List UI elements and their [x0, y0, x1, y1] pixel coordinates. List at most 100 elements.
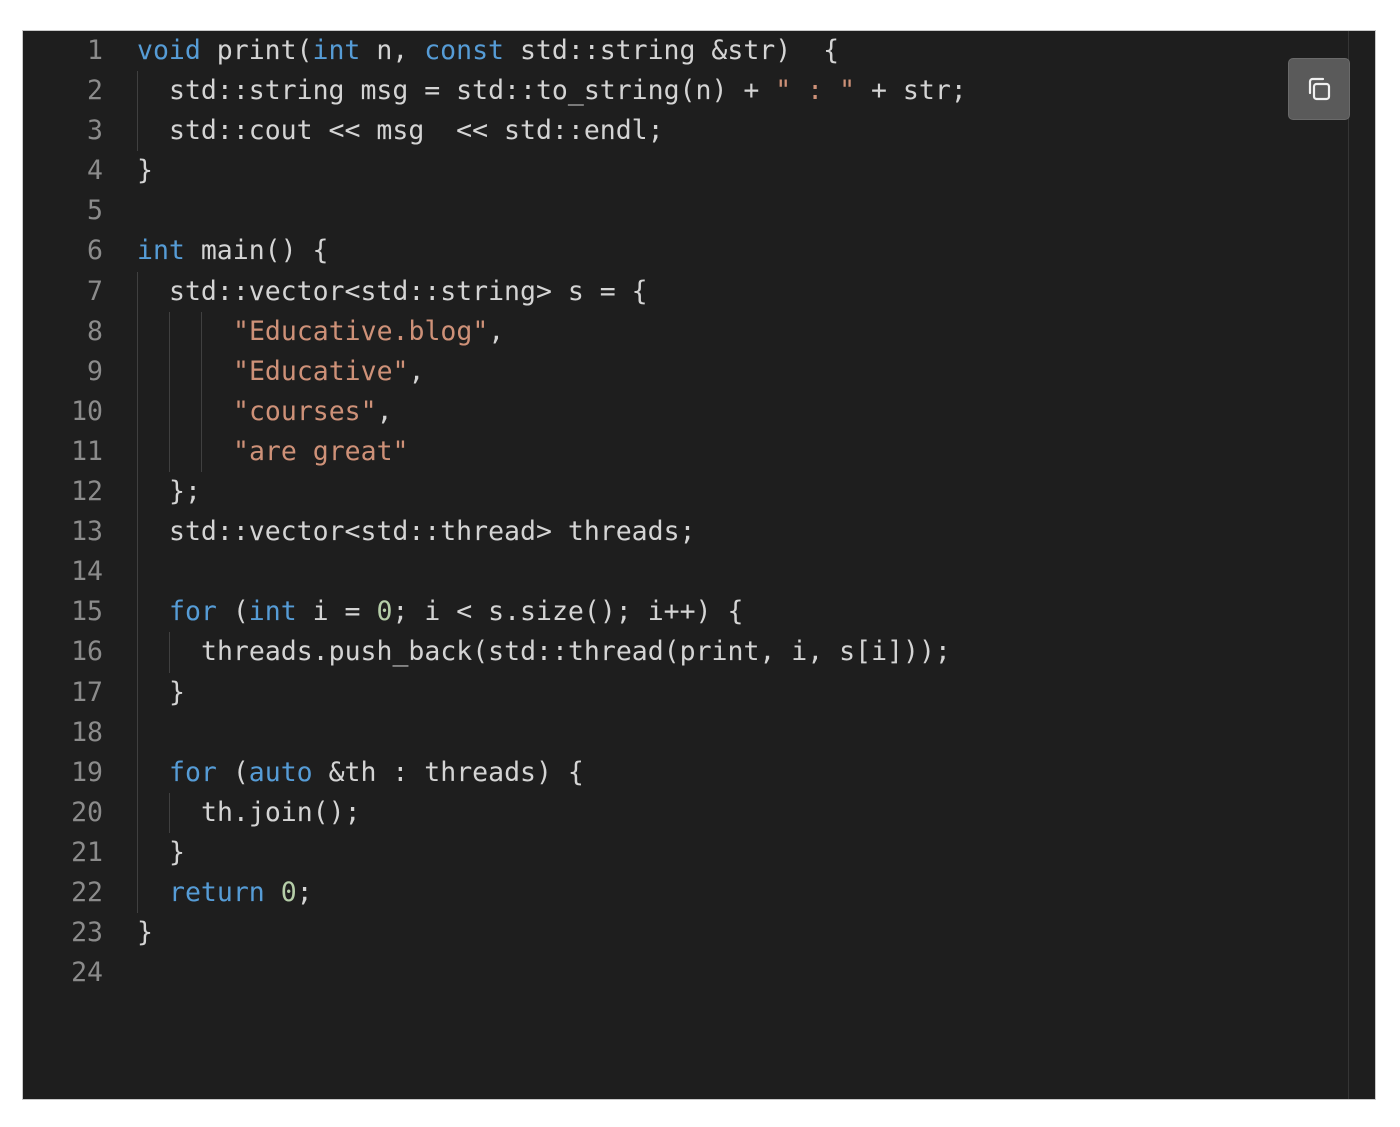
code-token-plain: std::vector<std::thread> threads;: [169, 516, 696, 548]
indent-guide: [137, 311, 138, 352]
code-text: "Educative",: [233, 352, 424, 392]
line-number: 3: [87, 115, 103, 147]
line-number: 23: [71, 917, 103, 949]
indent-guide: [137, 592, 138, 633]
code-token-plain: }: [137, 917, 153, 949]
scrollbar-track[interactable]: [1348, 31, 1349, 1099]
code-text: std::vector<std::string> s = {: [169, 272, 648, 312]
code-text: }: [169, 673, 185, 713]
code-line: 24: [23, 953, 1347, 993]
indent-guide: [137, 632, 138, 673]
code-token-number: 0: [376, 596, 393, 628]
code-line: 14: [23, 552, 1347, 593]
indent-guide: [137, 552, 138, 593]
indent-guide: [137, 391, 138, 432]
code-token-keyword: int: [137, 235, 185, 267]
indent-guide: [137, 712, 138, 753]
code-token-plain: }: [137, 155, 153, 187]
code-text: };: [169, 472, 201, 512]
code-token-plain: threads.push_back(std::thread(print, i, …: [201, 636, 951, 668]
code-text: std::cout << msg << std::endl;: [169, 111, 664, 151]
line-number: 7: [87, 275, 103, 307]
code-text: "Educative.blog",: [233, 312, 504, 352]
code-token-plain: ;: [296, 876, 313, 908]
code-token-plain: ,: [488, 315, 505, 347]
line-number: 9: [87, 355, 103, 387]
line-number: 1: [87, 35, 103, 66]
code-line: 9 "Educative",: [23, 351, 1347, 392]
code-text: }: [137, 151, 153, 191]
line-number: 21: [71, 836, 103, 868]
code-token-plain: [265, 877, 281, 908]
indent-guide: [137, 792, 138, 833]
code-token-keyword: for: [169, 756, 217, 788]
line-number: 13: [71, 516, 103, 548]
indent-guide: [169, 351, 170, 392]
code-token-keyword: int: [248, 596, 297, 628]
line-number: 19: [71, 756, 103, 788]
code-token-string: "are great": [233, 435, 409, 467]
line-number: 5: [87, 195, 103, 227]
code-token-number: 0: [280, 876, 297, 908]
indent-guide: [137, 752, 138, 793]
copy-button[interactable]: [1288, 58, 1350, 120]
copy-icon: [1308, 77, 1331, 101]
code-token-string: "courses": [233, 395, 377, 427]
indent-guide: [137, 472, 138, 513]
code-line: 11"are great": [23, 431, 1347, 473]
code-line: 7 std::vector<std::string> s = {: [23, 271, 1347, 312]
code-token-plain: n,: [360, 35, 425, 66]
code-token-string: "Educative.blog": [233, 315, 489, 347]
code-token-plain: }: [169, 836, 185, 868]
indent-guide: [169, 391, 170, 432]
code-line: 22 return 0;: [23, 872, 1347, 914]
indent-guide: [169, 311, 170, 352]
code-token-keyword: return: [169, 876, 265, 908]
line-number: 15: [71, 596, 103, 628]
indent-guide: [137, 71, 138, 112]
code-token-string: "Educative": [233, 355, 409, 387]
indent-guide: [201, 391, 202, 432]
code-line: 4}: [23, 151, 1347, 191]
code-token-plain: (: [216, 596, 249, 628]
code-token-plain: std::vector<std::string> s = {: [169, 275, 648, 307]
code-line: 17}: [23, 672, 1347, 713]
indent-guide: [137, 832, 138, 873]
indent-guide: [169, 632, 170, 673]
code-token-plain: i =: [296, 596, 377, 628]
code-token-keyword: const: [424, 35, 504, 66]
code-text: "are great": [233, 432, 409, 472]
code-line: 5: [23, 191, 1347, 231]
code-token-plain: }: [169, 676, 185, 708]
code-text: }: [137, 913, 153, 953]
line-number: 10: [71, 395, 103, 427]
indent-guide: [169, 431, 170, 473]
indent-guide: [137, 431, 138, 473]
code-line: 12};: [23, 472, 1347, 513]
line-number: 22: [71, 876, 103, 908]
line-number: 4: [87, 155, 103, 187]
code-token-plain: &th : threads) {: [312, 756, 584, 788]
code-token-plain: ; i < s.size(); i++) {: [392, 596, 744, 628]
code-line: 19 for (auto &th : threads) {: [23, 752, 1347, 793]
code-text: }: [169, 833, 185, 873]
code-text: int main() {: [137, 231, 328, 271]
line-number: 20: [71, 796, 103, 828]
line-number: 6: [87, 235, 103, 267]
code-text: for (auto &th : threads) {: [169, 753, 584, 793]
code-line: 3 std::cout << msg << std::endl;: [23, 111, 1347, 152]
code-text: std::vector<std::thread> threads;: [169, 512, 696, 552]
code-token-plain: std::string &str) {: [504, 35, 840, 66]
code-token-string: " : ": [775, 75, 856, 107]
code-text: for (int i = 0; i < s.size(); i++) {: [169, 592, 743, 632]
code-token-keyword: for: [169, 596, 217, 628]
code-line: 13 std::vector<std::thread> threads;: [23, 512, 1347, 553]
line-number: 8: [87, 315, 103, 347]
code-line: 15 for (int i = 0; i < s.size(); i++) {: [23, 592, 1347, 633]
code-line: 18: [23, 712, 1347, 753]
